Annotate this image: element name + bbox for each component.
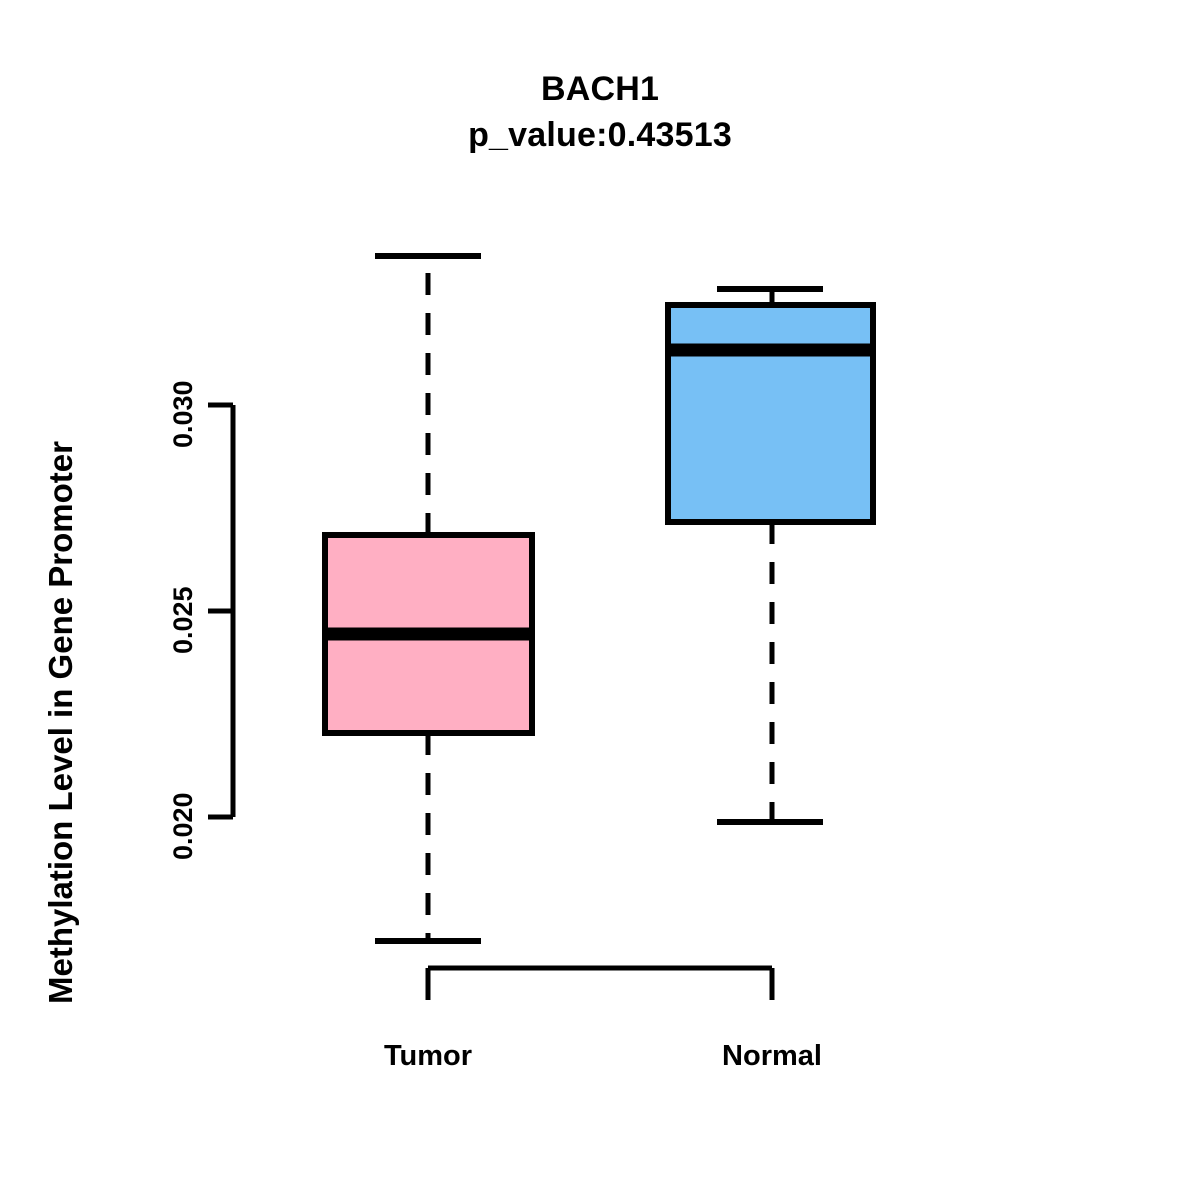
chart-title-block: BACH1 p_value:0.43513 bbox=[0, 66, 1200, 158]
chart-title: BACH1 bbox=[540, 70, 660, 108]
x-axis bbox=[425, 965, 775, 1000]
chart-subtitle-pvalue: p_value:0.43513 bbox=[468, 116, 732, 154]
x-tick-label-normal: Normal bbox=[722, 1040, 822, 1072]
box-group-tumor[interactable] bbox=[322, 253, 535, 944]
x-tick-label-tumor: Tumor bbox=[383, 1040, 473, 1072]
box-body-normal[interactable] bbox=[665, 302, 876, 525]
y-axis bbox=[208, 402, 236, 820]
box-group-normal[interactable] bbox=[665, 286, 876, 825]
